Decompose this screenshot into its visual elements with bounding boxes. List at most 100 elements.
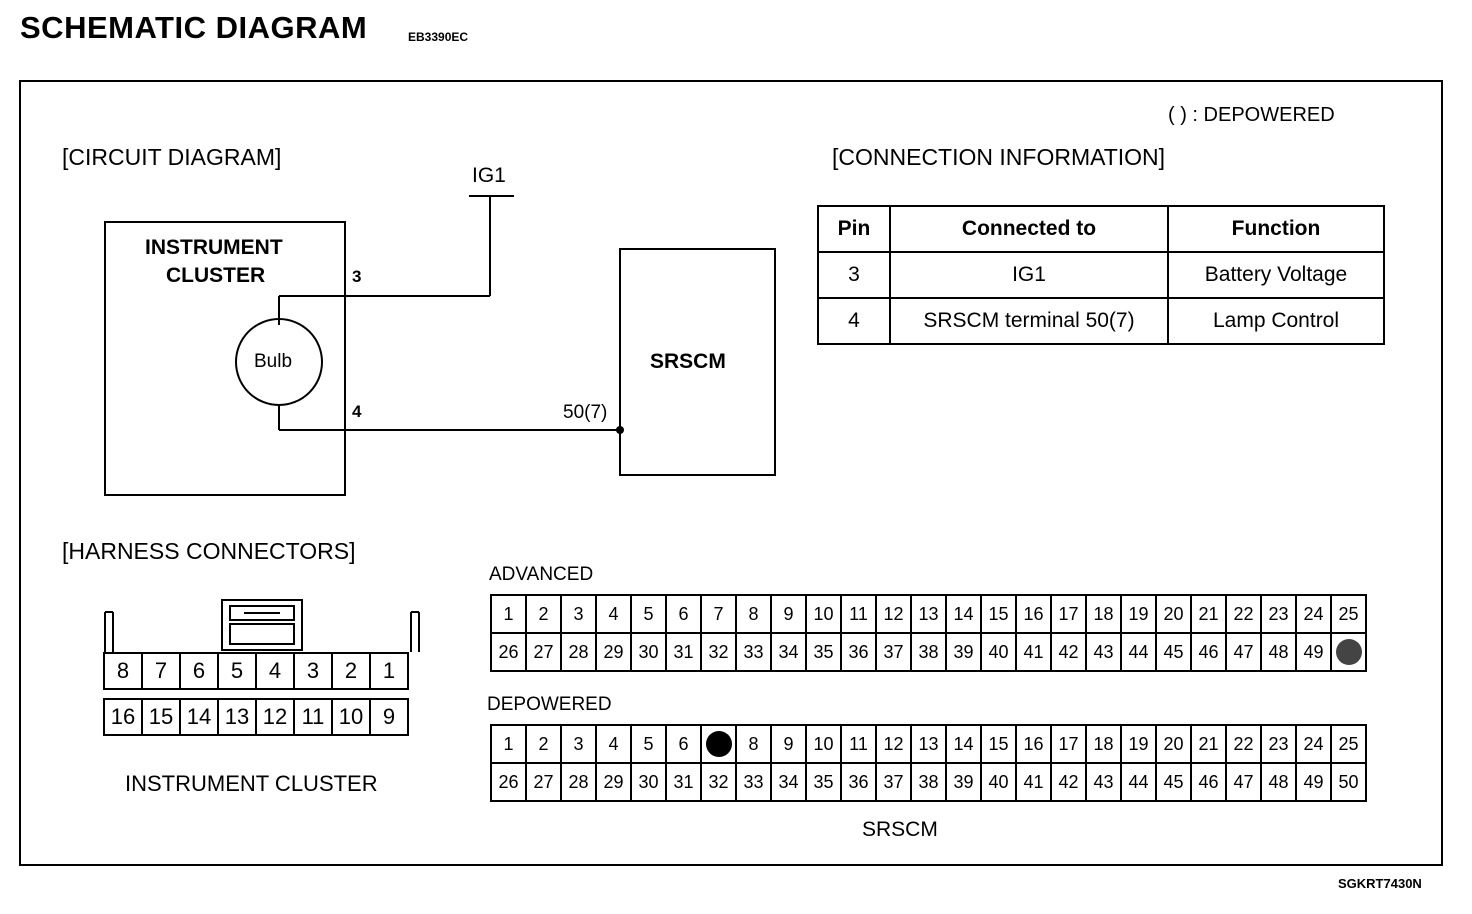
cell-pin: 3: [817, 251, 891, 299]
pin-cell: 6: [665, 724, 702, 764]
pin-cell: 47: [1225, 632, 1262, 672]
pin-cell: 22: [1225, 724, 1262, 764]
connector-gap: [103, 688, 409, 700]
pin-cell: 32: [700, 632, 737, 672]
pin-cell: 35: [805, 762, 842, 802]
pin-cell: 48: [1260, 762, 1297, 802]
col-header-pin: Pin: [817, 205, 891, 253]
pin-cell: 2: [331, 652, 371, 690]
pin-cell: 28: [560, 632, 597, 672]
pin-cell: 1: [490, 594, 527, 634]
srscm-label: SRSCM: [650, 350, 726, 373]
pin3-label: 3: [352, 267, 362, 286]
pin-cell: 21: [1190, 594, 1227, 634]
pin-cell: 45: [1155, 632, 1192, 672]
pin-cell: 27: [525, 632, 562, 672]
cell-pin: 4: [817, 297, 891, 345]
pin-cell: 12: [875, 724, 912, 764]
pin-cell: 14: [179, 698, 219, 736]
pin-cell: 36: [840, 762, 877, 802]
ig1-label: IG1: [472, 164, 506, 187]
pin-cell: 9: [369, 698, 409, 736]
pin-cell: 13: [910, 594, 947, 634]
pin-cell: 37: [875, 762, 912, 802]
pin-cell: 2: [525, 594, 562, 634]
pin-cell: 11: [840, 594, 877, 634]
srscm-box: [619, 248, 776, 476]
pin-cell: 16: [1015, 724, 1052, 764]
pin-cell: 41: [1015, 632, 1052, 672]
cell-connected-to: SRSCM terminal 50(7): [889, 297, 1169, 345]
pin-cell: 19: [1120, 724, 1157, 764]
connector-latch-icon: [221, 599, 303, 651]
pin-cell: 32: [700, 762, 737, 802]
pin-cell: 24: [1295, 724, 1332, 764]
document-code: EB3390EC: [408, 30, 469, 44]
pin-cell: 20: [1155, 594, 1192, 634]
pin-cell: 3: [293, 652, 333, 690]
circuit-diagram-heading: [CIRCUIT DIAGRAM]: [62, 144, 282, 170]
pin-cell: 50: [1330, 762, 1367, 802]
pin-cell: 2: [525, 724, 562, 764]
pin-cell: 10: [805, 724, 842, 764]
srscm-pin-label: 50(7): [563, 402, 608, 423]
depowered-legend: ( ) : DEPOWERED: [1168, 104, 1335, 126]
pin-cell: 26: [490, 762, 527, 802]
pin-cell: 33: [735, 632, 772, 672]
col-header-connected-to: Connected to: [889, 205, 1169, 253]
pin-cell: 17: [1050, 724, 1087, 764]
pin-cell: 6: [665, 594, 702, 634]
pin-cell: 3: [560, 594, 597, 634]
pin-cell: [1330, 632, 1367, 672]
pin-cell: 25: [1330, 594, 1367, 634]
pin-cell: 10: [805, 594, 842, 634]
pin-cell: 7: [700, 594, 737, 634]
pin-cell: 21: [1190, 724, 1227, 764]
pin-cell: 5: [630, 594, 667, 634]
pin-cell: 23: [1260, 724, 1297, 764]
instrument-cluster-box: [104, 221, 346, 496]
pin-cell: 9: [770, 594, 807, 634]
pin-cell: 29: [595, 762, 632, 802]
cell-function: Battery Voltage: [1167, 251, 1385, 299]
pin-cell: 25: [1330, 724, 1367, 764]
diagram-frame: [19, 80, 1443, 866]
pin-cell: 5: [217, 652, 257, 690]
pin-cell: 43: [1085, 632, 1122, 672]
pin-cell: 4: [595, 594, 632, 634]
pin-cell: 48: [1260, 632, 1297, 672]
pin-cell: 14: [945, 724, 982, 764]
pin-cell: 10: [331, 698, 371, 736]
pin-cell: 46: [1190, 632, 1227, 672]
pin-cell: 39: [945, 762, 982, 802]
advanced-label: ADVANCED: [489, 564, 594, 585]
page-title: SCHEMATIC DIAGRAM: [20, 10, 368, 45]
connection-table-header: Pin Connected to Function: [817, 205, 1385, 253]
filled-pin-dot-icon: [1335, 639, 1362, 665]
connection-table: Pin Connected to Function 3 IG1 Battery …: [817, 205, 1385, 345]
pin-cell: 41: [1015, 762, 1052, 802]
cell-function: Lamp Control: [1167, 297, 1385, 345]
pin-cell: 39: [945, 632, 982, 672]
bulb-label: Bulb: [254, 351, 293, 372]
pin-cell: 4: [255, 652, 295, 690]
pin-cell: 23: [1260, 594, 1297, 634]
pin-cell: [700, 724, 737, 764]
filled-pin-dot-icon: [705, 731, 732, 757]
pin-cell: 15: [141, 698, 181, 736]
pin-cell: 18: [1085, 724, 1122, 764]
pin-cell: 44: [1120, 632, 1157, 672]
pin-cell: 8: [735, 594, 772, 634]
pin-cell: 38: [910, 632, 947, 672]
pin-cell: 34: [770, 632, 807, 672]
pin-cell: 3: [560, 724, 597, 764]
instrument-cluster-label: INSTRUMENT CLUSTER: [125, 771, 378, 796]
pin-cell: 38: [910, 762, 947, 802]
